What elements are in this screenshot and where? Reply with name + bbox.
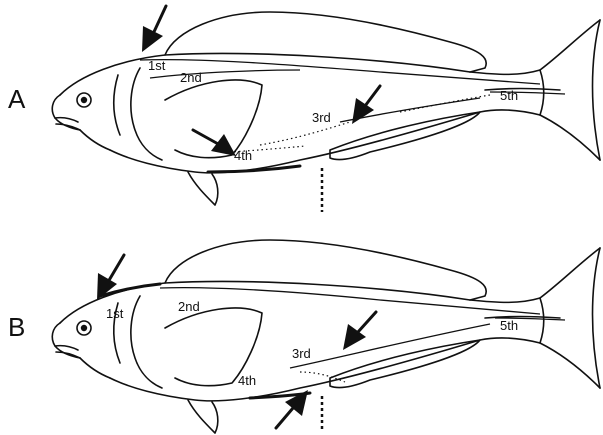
panel-b-label: B xyxy=(8,312,25,342)
lateral-lines-b xyxy=(100,284,565,432)
label-5th-a: 5th xyxy=(500,88,518,103)
label-3rd-b: 3rd xyxy=(292,346,311,361)
label-1st-b: 1st xyxy=(106,306,124,321)
label-1st-a: 1st xyxy=(148,58,166,73)
label-2nd-a: 2nd xyxy=(180,70,202,85)
panel-b: B xyxy=(8,240,600,433)
arrow-3rd-a xyxy=(352,86,380,124)
arrow-1st-a xyxy=(142,6,166,52)
panel-a-label: A xyxy=(8,84,26,114)
fish-outline-b xyxy=(52,240,600,433)
arrow-3rd-b xyxy=(343,312,376,350)
label-4th-b: 4th xyxy=(238,373,256,388)
arrow-4th-a xyxy=(193,130,236,156)
label-4th-a: 4th xyxy=(234,148,252,163)
panel-a: A xyxy=(8,6,600,212)
fish-outline-a xyxy=(52,12,600,205)
label-5th-b: 5th xyxy=(500,318,518,333)
label-3rd-a: 3rd xyxy=(312,110,331,125)
label-2nd-b: 2nd xyxy=(178,299,200,314)
